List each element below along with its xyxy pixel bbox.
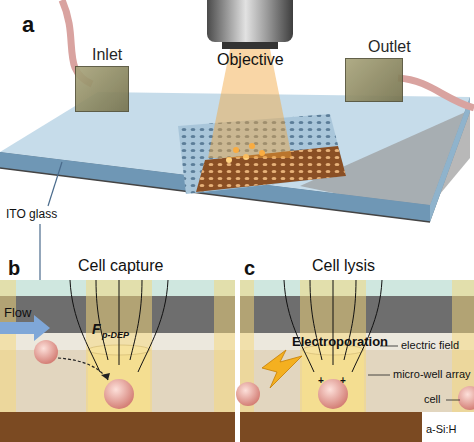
capture-cross-section [0,280,235,442]
outlet-tube [398,78,474,108]
node-text: Cell capture [78,258,163,274]
process-label: Electroporation [292,335,388,348]
node-text: Cell lysis [312,258,375,274]
inlet-port: Inlet [75,66,129,112]
part-label: cell [424,394,441,405]
force-symbol: F [92,322,101,336]
panel-frame: aInletObjectiveOutlet [0,0,474,240]
light-beam [208,49,292,158]
objective-lens: Objective [207,0,293,42]
lysis-cross-section [236,280,474,442]
force-subscript: p-DEP [102,331,129,340]
part-label: a-Si:H [426,424,457,435]
panel-letter: b [8,258,20,278]
charge-sign: + [318,376,324,386]
outlet-port: Outlet [345,58,403,102]
part-label: electric field [401,340,459,351]
part-label: micro-well array [393,369,471,380]
node-text: Objective [217,52,284,68]
leader-line [40,162,62,284]
layer-label: ITO glass [6,208,57,220]
flow-label: Flow [4,306,31,319]
node-text: Outlet [368,39,411,55]
charge-sign: + [340,376,346,386]
panel-frame: Cell capture b [0,254,235,442]
node-text: a [22,14,34,36]
node-text: Inlet [92,47,122,63]
panel-letter: c [244,258,255,278]
